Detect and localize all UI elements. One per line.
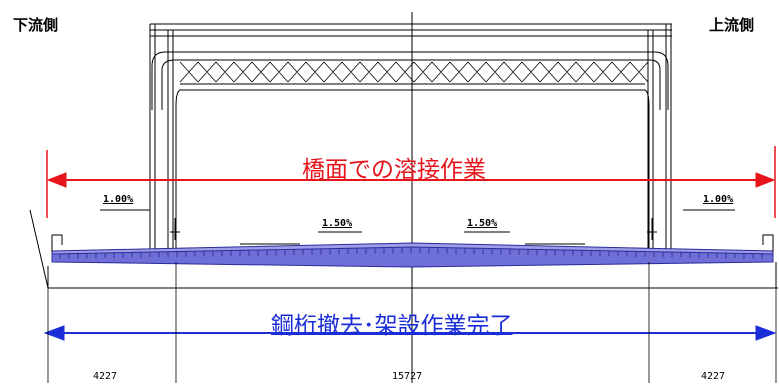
downstream-label: 下流側 bbox=[13, 16, 59, 34]
grade-left-inner: 1.50% bbox=[322, 218, 353, 229]
welding-dimension-arrow bbox=[46, 146, 776, 218]
steel-frame bbox=[149, 23, 672, 250]
dimension-left: 4227 bbox=[93, 371, 118, 382]
upstream-label: 上流側 bbox=[709, 16, 755, 34]
dimension-lines bbox=[47, 262, 777, 383]
truss-lattice bbox=[179, 61, 649, 83]
welding-work-label: 橋面での溶接作業 bbox=[302, 157, 486, 183]
dimension-center: 15727 bbox=[392, 371, 423, 382]
grade-right-outer: 1.00% bbox=[703, 194, 734, 205]
deck-slab bbox=[51, 242, 774, 268]
grade-left-outer: 1.00% bbox=[103, 194, 134, 205]
dimension-right: 4227 bbox=[701, 371, 726, 382]
girder-dimension-arrow bbox=[43, 325, 777, 341]
grade-right-inner: 1.50% bbox=[467, 218, 498, 229]
deck-details bbox=[29, 209, 778, 289]
steel-girder-work-label: 鋼桁撤去･架設作業完了 bbox=[271, 313, 513, 339]
